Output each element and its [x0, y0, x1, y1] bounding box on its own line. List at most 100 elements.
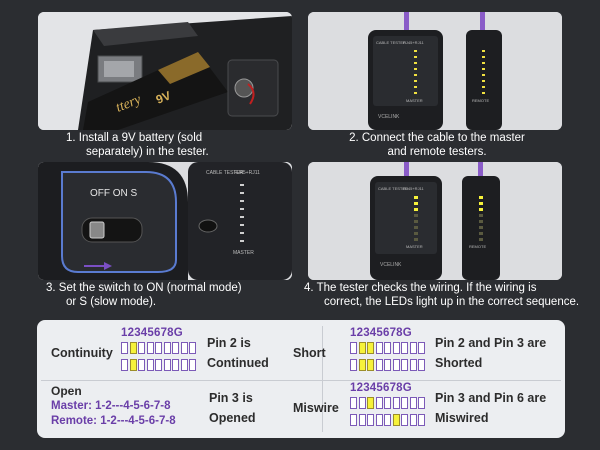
legend-divider-horizontal — [41, 380, 561, 381]
led-off — [121, 359, 128, 371]
led-off — [384, 359, 391, 371]
led-off — [138, 342, 145, 354]
step-2-caption: 2. Connect the cable to the master and r… — [322, 131, 552, 159]
brand-label: VCELINK — [378, 114, 400, 120]
led-off — [401, 359, 408, 371]
switch-label-zoom: OFF ON S — [90, 188, 138, 199]
led-off — [409, 414, 417, 426]
led-off — [350, 397, 357, 409]
open-master-sequence: Master: 1-2---4-5-6-7-8 — [51, 400, 171, 412]
remote-label: REMOTE — [472, 98, 489, 103]
led-off — [375, 359, 383, 371]
led-off — [163, 342, 171, 354]
step-4-line-1: 4. The tester checks the wiring. If the … — [304, 282, 537, 294]
switch-cable-tester-label: CABLE TESTER — [206, 170, 244, 176]
switch-rj45-label: RJ45+RJ11 — [234, 170, 260, 176]
led-off — [401, 397, 408, 409]
led-off — [401, 342, 408, 354]
led-off — [375, 414, 383, 426]
miswire-led-row-remote — [350, 414, 425, 426]
led-off — [409, 359, 417, 371]
led-off — [358, 414, 366, 426]
miswire-led-row-master — [350, 397, 425, 409]
led-off — [392, 397, 400, 409]
open-desc-line-2: Opened — [209, 411, 256, 425]
led-off — [375, 342, 383, 354]
led-lit — [367, 397, 374, 409]
led-off — [163, 359, 171, 371]
led-lit — [358, 359, 366, 371]
open-desc-line-1: Pin 3 is — [209, 391, 253, 405]
continuity-pin-numbers: 12345678G — [121, 327, 183, 339]
led-rj45-label: RJ45+RJ11 — [403, 186, 424, 191]
miswire-desc-line-2: Miswired — [435, 411, 489, 425]
continuity-led-row-master — [121, 342, 196, 354]
led-off — [155, 359, 162, 371]
led-off — [155, 342, 162, 354]
led-off — [146, 342, 154, 354]
led-off — [180, 342, 188, 354]
continuity-led-row-remote — [121, 359, 196, 371]
step-2-line-2: and remote testers. — [387, 146, 487, 158]
led-off — [418, 414, 425, 426]
continuity-desc-line-2: Continued — [207, 356, 269, 370]
led-sequence-photo: CABLE TESTER RJ45+RJ11 MASTER VCELINK RE… — [308, 162, 562, 280]
step-3-line-2: or S (slow mode). — [66, 296, 157, 308]
led-illustration: CABLE TESTER RJ45+RJ11 MASTER VCELINK RE… — [308, 162, 562, 280]
led-off — [418, 342, 425, 354]
led-cable-tester-label: CABLE TESTER — [378, 186, 408, 191]
battery-illustration: ttery 9V — [38, 12, 292, 130]
led-lit — [367, 342, 374, 354]
step-3-caption: 3. Set the switch to ON (normal mode) or… — [46, 281, 286, 309]
short-led-row-remote — [350, 359, 425, 371]
led-off — [409, 342, 417, 354]
step-3-line-1: 3. Set the switch to ON (normal mode) — [46, 282, 242, 294]
led-lit — [129, 342, 137, 354]
legend-divider-vertical — [322, 326, 323, 432]
led-off — [350, 342, 357, 354]
master-rj45-label: RJ45+RJ11 — [403, 40, 424, 45]
open-title: Open — [51, 384, 82, 398]
led-off — [121, 342, 128, 354]
continuity-desc-line-1: Pin 2 is — [207, 336, 251, 350]
led-off — [384, 414, 391, 426]
led-off — [384, 397, 391, 409]
led-off — [358, 397, 366, 409]
switch-photo: OFF ON S CABLE TESTER RJ45+RJ11 MASTER — [38, 162, 292, 280]
led-off — [172, 342, 179, 354]
led-off — [401, 414, 408, 426]
connect-testers-photo: CABLE TESTER RJ45+RJ11 MASTER VCELINK RE… — [308, 12, 562, 130]
short-description: Pin 2 and Pin 3 are Shorted — [435, 333, 546, 373]
battery-install-photo: ttery 9V — [38, 12, 292, 130]
led-lit — [367, 359, 374, 371]
led-master-label: MASTER — [406, 244, 423, 249]
step-1-line-1: 1. Install a 9V battery (sold — [66, 132, 203, 144]
led-off — [350, 414, 357, 426]
led-off — [392, 342, 400, 354]
miswire-title: Miswire — [293, 401, 339, 415]
led-off — [409, 397, 417, 409]
step-4-caption: 4. The tester checks the wiring. If the … — [304, 281, 594, 309]
open-remote-sequence: Remote: 1-2---4-5-6-7-8 — [51, 415, 176, 427]
step-4-line-2: correct, the LEDs light up in the correc… — [324, 296, 580, 308]
led-off — [375, 397, 383, 409]
master-cable-tester-label: CABLE TESTER — [376, 40, 406, 45]
short-desc-line-2: Shorted — [435, 356, 483, 370]
led-off — [418, 359, 425, 371]
miswire-pin-numbers: 12345678G — [350, 382, 412, 394]
led-lit — [129, 359, 137, 371]
short-led-row-master — [350, 342, 425, 354]
step-1-line-2: separately) in the tester. — [86, 146, 209, 158]
step-1-caption: 1. Install a 9V battery (sold separately… — [66, 131, 266, 159]
short-title: Short — [293, 346, 326, 360]
switch-illustration: OFF ON S CABLE TESTER RJ45+RJ11 MASTER — [38, 162, 292, 280]
led-lit — [358, 342, 366, 354]
switch-master-label: MASTER — [233, 250, 254, 256]
led-off — [392, 359, 400, 371]
fault-legend-table: Continuity 12345678G Pin 2 is Continued … — [37, 320, 565, 438]
led-off — [138, 359, 145, 371]
step-2-line-1: 2. Connect the cable to the master — [349, 132, 525, 144]
short-pin-numbers: 12345678G — [350, 327, 412, 339]
led-off — [367, 414, 374, 426]
led-off — [180, 359, 188, 371]
